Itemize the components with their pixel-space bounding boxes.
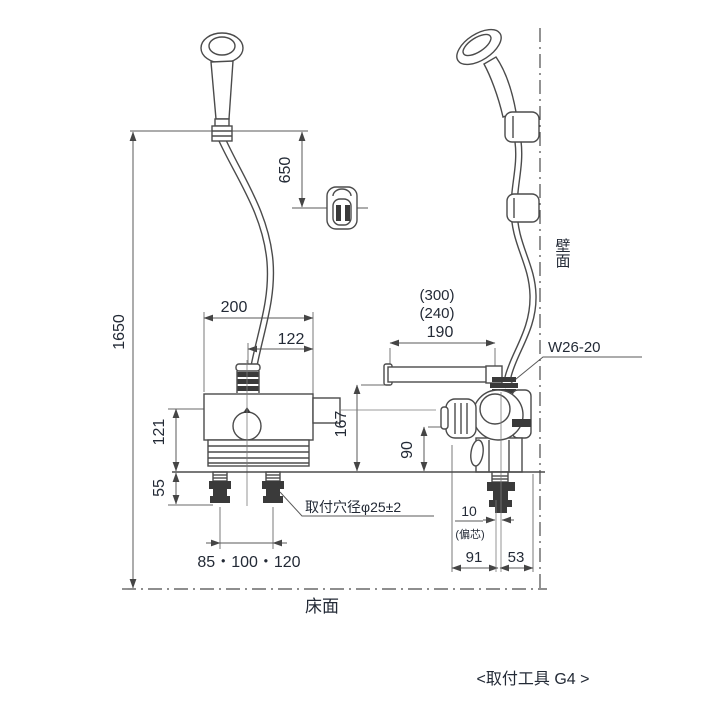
shower-head-side [456,28,540,223]
datum-lines [122,28,547,590]
shower-hose-side [504,140,537,378]
label-wall: 壁面 [554,238,571,268]
dim-depth-rear: 53 [508,549,525,566]
dim-handle-height: 90 [399,441,416,459]
label-floor: 床面 [305,597,339,616]
dim-spout-height: 167 [333,411,350,438]
dim-shank-length: 55 [151,479,168,497]
dimension-texts: 1650 650 200 122 121 55 85・100・120 (300)… [111,157,524,571]
dim-spout-alt-240: (240) [419,305,454,322]
label-eccentric-note: (偏芯) [455,527,484,541]
shower-head-front [200,32,244,142]
faucet-body-side [383,363,532,473]
label-tool-note: <取付工具 G4 > [477,670,590,688]
dim-spout-length: 190 [427,324,454,341]
dim-total-height: 1650 [111,314,128,350]
label-thread-spec: W26-20 [548,339,601,356]
dim-shower-drop: 650 [277,157,294,184]
dim-body-height: 121 [151,419,168,446]
annotation-texts: W26-20 取付穴径φ25±2 (偏芯) 壁面 床面 <取付工具 G4 > [305,238,601,688]
dim-spout-alt-300: (300) [419,287,454,304]
mounting-legs [209,471,284,503]
mounting-leg-right [262,471,284,503]
dim-mount-pitch: 85・100・120 [197,554,300,571]
faucet-body-front [203,363,436,467]
wall-hook-bracket [326,186,358,230]
dim-depth-front: 91 [466,549,483,566]
dim-body-width: 200 [221,299,248,316]
dim-hose-offset: 122 [278,331,305,348]
label-mount-hole: 取付穴径φ25±2 [305,499,401,515]
dimension-lines [129,131,642,589]
mounting-leg-left [209,471,231,503]
dim-eccentric-offset: 10 [461,503,477,519]
shower-hose-front [218,139,275,367]
